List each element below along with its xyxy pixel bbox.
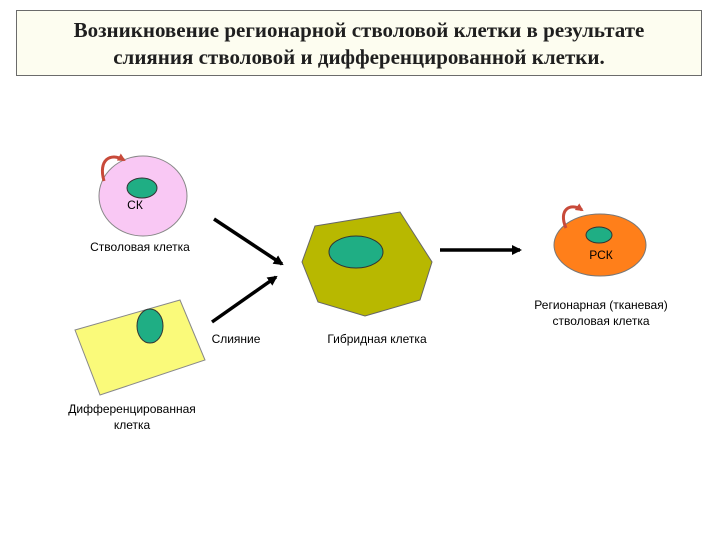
regional-cell-label-line-2: стволовая клетка [552,314,650,328]
differentiated-cell-label-line-1: Дифференцированная [68,402,196,416]
stem-cell-nucleus [126,177,158,199]
fusion-label: Слияние [211,332,261,346]
title-line-2: слияния стволовой и дифференцированной к… [113,45,605,69]
hybrid-cell-label: Гибридная клетка [327,332,427,346]
differentiated-cell-nucleus [136,308,164,344]
stem-cell-self-renewal-icon [101,153,126,182]
differentiated-cell-label-line-2: клетка [113,418,151,432]
hybrid-cell-nucleus [328,235,384,269]
regional-cell-abbrev-label: РСК [589,248,613,262]
regional-cell-label-line-1: Регионарная (тканевая) [534,298,668,312]
stem-cell-abbrev-label: СК [127,198,143,212]
regional-cell-self-renewal-icon [561,203,584,229]
stem-cell-label: Стволовая клетка [90,240,190,254]
regional-stem-cell-nucleus [585,226,613,244]
regional-stem-cell [553,213,647,277]
arrow-from-differentiated-icon [210,275,278,324]
arrow-from-stem-icon [213,217,284,266]
title-line-1: Возникновение регионарной стволовой клет… [73,18,645,42]
title-box: Возникновение регионарной стволовой клет… [16,10,702,76]
